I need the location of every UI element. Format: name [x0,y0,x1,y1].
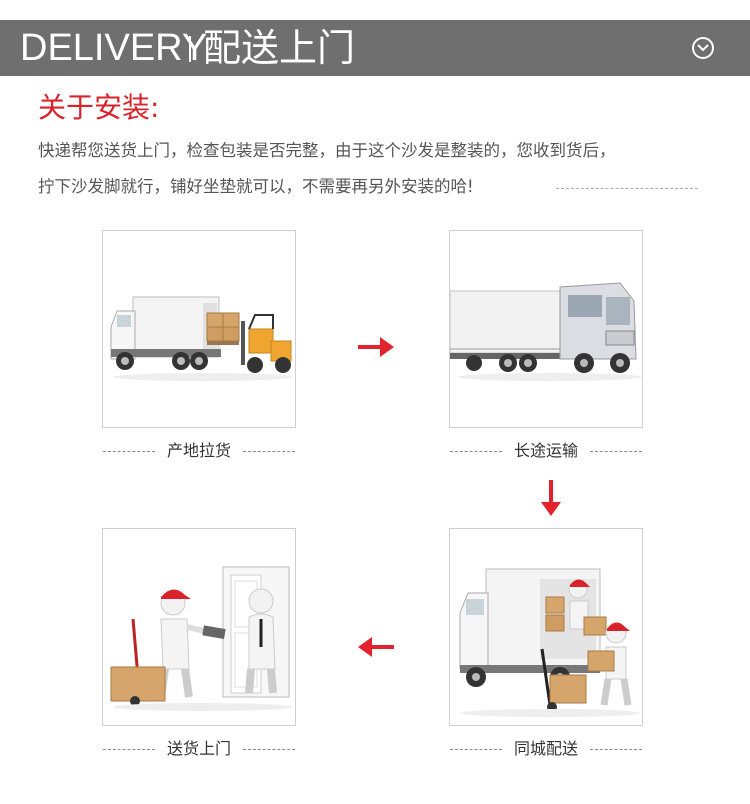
step-label: 送货上门 [166,739,231,758]
step-label: 同城配送 [513,739,578,758]
step-image-truck-forklift [102,230,296,428]
step-image-door-delivery [102,528,296,726]
arrow-left-icon [358,637,394,657]
arrow-right-icon [358,337,394,357]
chevron-down-circle-icon[interactable] [692,37,714,59]
install-desc-line1: 快递帮您送货上门，检查包装是否完整，由于这个沙发是整装的，您收到货后， [38,141,616,160]
step-label: 产地拉货 [166,441,231,460]
install-desc-line2: 拧下沙发脚就行，铺好坐垫就可以，不需要再另外安装的哈! [38,177,474,196]
step-image-semi-truck [449,230,643,428]
step-caption: 长途运输 [446,440,646,462]
header-divider [189,36,191,62]
dashed-line [450,451,502,452]
arrow-down-icon [541,480,561,516]
dashed-line [103,451,155,452]
header-title-en: DELIVERY [20,27,208,69]
dashed-line [243,451,295,452]
step-caption: 同城配送 [446,738,646,760]
step-caption: 产地拉货 [99,440,299,462]
desc-dotted-line [556,188,698,189]
install-title: 关于安装: [38,91,160,124]
step-caption: 送货上门 [99,738,299,760]
dashed-line [590,451,642,452]
step-image-truck-unloading [449,528,643,726]
dashed-line [103,749,155,750]
header-bar: DELIVERY 配送上门 [0,20,750,76]
dashed-line [450,749,502,750]
header-title-cn: 配送上门 [203,26,356,70]
dashed-line [590,749,642,750]
step-label: 长途运输 [513,441,578,460]
dashed-line [243,749,295,750]
